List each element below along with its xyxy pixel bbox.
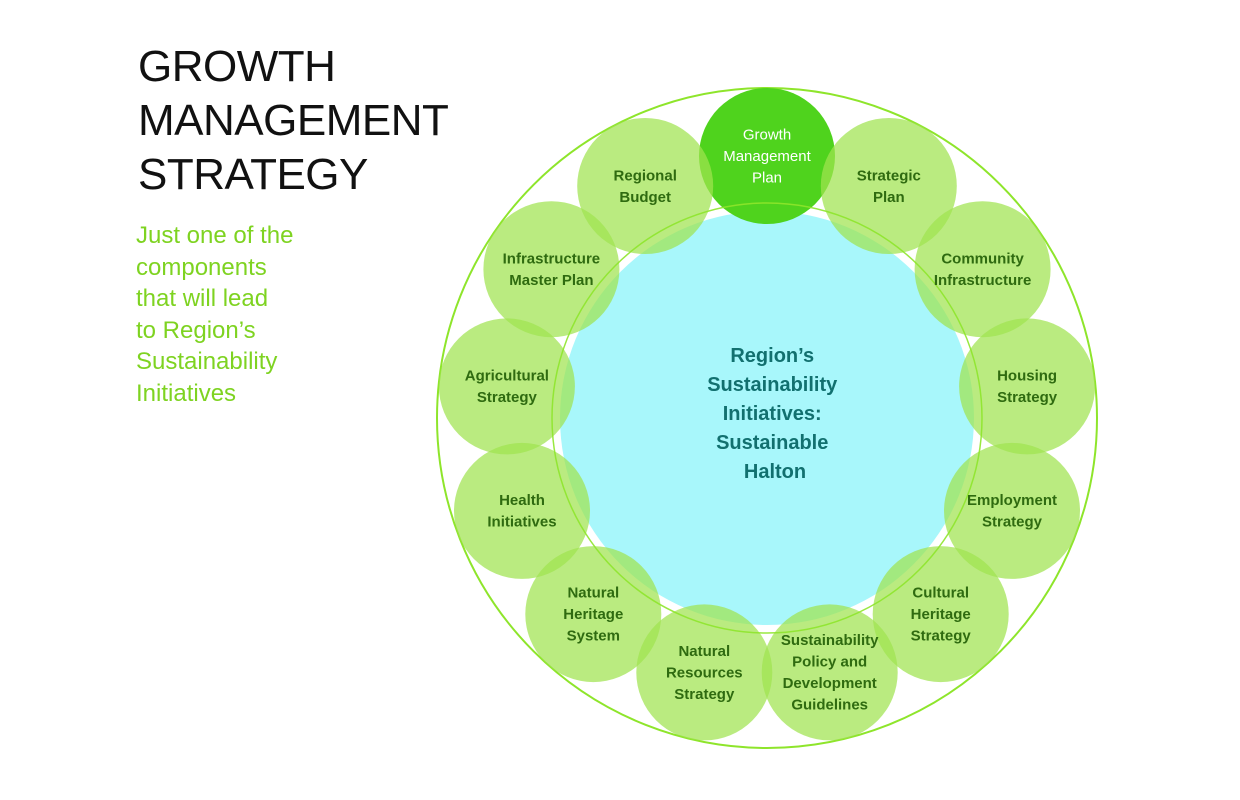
subtitle: Just one of the components that will lea… [136, 220, 293, 409]
component-label-line: System [567, 628, 620, 645]
component-label-line: Sustainability [781, 632, 879, 649]
subtitle-line-2: components [136, 253, 267, 281]
component-label-line: Health [499, 492, 545, 509]
component-node-community-infrastructure [914, 201, 1051, 338]
component-label-line: Strategy [982, 514, 1043, 531]
center-label-line: Initiatives: [723, 403, 822, 425]
component-node-health-initiatives [454, 442, 590, 579]
component-node-housing-strategy [959, 318, 1096, 455]
center-label-line: Region’s [730, 345, 814, 367]
subtitle-line-5: Sustainability [136, 348, 278, 375]
component-label-line: Heritage [911, 606, 971, 623]
component-label-line: Cultural [912, 585, 969, 602]
subtitle-line-6: Initiatives [136, 379, 237, 407]
component-label-line: Budget [619, 189, 671, 206]
component-label-line: Natural [678, 643, 730, 660]
component-node-natural-resources-strategy [636, 604, 773, 741]
component-node-natural-heritage-system [525, 546, 662, 683]
component-node-employment-strategy [944, 442, 1080, 579]
component-label-line: Plan [873, 189, 905, 206]
center-label-line: Halton [744, 461, 806, 483]
component-label-line: Regional [614, 167, 677, 184]
component-label-line: Guidelines [791, 697, 868, 714]
component-label-line: Infrastructure [934, 272, 1032, 289]
component-label-line: Housing [997, 368, 1057, 385]
component-label-line: Plan [752, 170, 782, 187]
component-label-line: Development [783, 675, 877, 692]
component-label-line: Employment [967, 492, 1057, 509]
component-label-line: Strategy [997, 389, 1058, 406]
center-label-line: Sustainability [707, 374, 838, 396]
subtitle-line-3: that will lead [136, 285, 269, 312]
component-node-agricultural-strategy [438, 318, 575, 455]
component-label-line: Master Plan [509, 272, 593, 289]
component-node-strategic-plan [820, 118, 957, 254]
center-circle [560, 211, 974, 625]
subtitle-line-1: Just one of the [136, 222, 294, 249]
component-label-line: Agricultural [465, 368, 549, 385]
component-node-growth-management-plan [699, 88, 835, 224]
component-label-line: Management [723, 148, 811, 165]
component-label-line: Community [941, 250, 1024, 267]
component-node-regional-budget [577, 118, 714, 254]
component-label-line: Strategy [911, 628, 972, 645]
component-label-line: Resources [666, 664, 743, 681]
component-label-line: Infrastructure [503, 250, 601, 267]
component-label-line: Heritage [563, 606, 623, 623]
inner-ring [551, 202, 983, 634]
page-title: GROWTH MANAGEMENT STRATEGY [138, 40, 449, 202]
component-node-cultural-heritage-strategy [872, 546, 1009, 683]
component-label-line: Strategy [477, 389, 538, 406]
component-label-line: Initiatives [487, 514, 556, 531]
component-label-line: Growth [743, 127, 791, 144]
title-line-1: GROWTH [138, 42, 336, 91]
title-line-3: STRATEGY [138, 150, 368, 199]
center-label-line: Sustainable [716, 432, 828, 454]
component-label-line: Policy and [792, 654, 867, 671]
component-label-line: Strategy [674, 686, 735, 703]
component-node-sustainability-policy-and-development-guidelines [761, 604, 898, 741]
component-nodes [438, 88, 1096, 741]
subtitle-line-4: to Region’s [136, 316, 256, 344]
center-label: Region’s Sustainability Initiatives: Sus… [707, 345, 843, 483]
title-line-2: MANAGEMENT [138, 96, 449, 145]
component-label-line: Strategic [857, 167, 921, 184]
component-label-line: Natural [567, 585, 619, 602]
